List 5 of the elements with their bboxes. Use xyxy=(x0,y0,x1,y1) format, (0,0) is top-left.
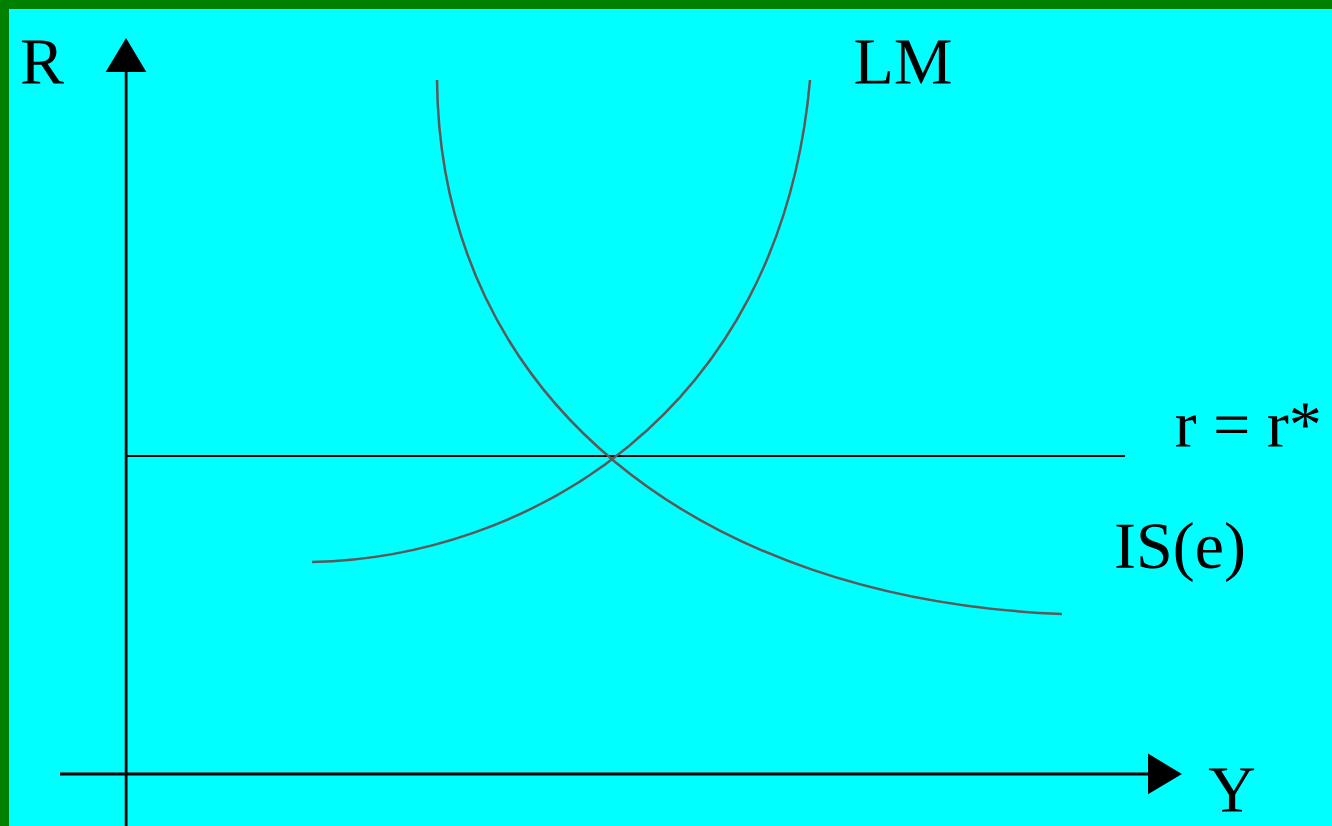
line-label: r = r* xyxy=(1175,403,1319,447)
curve-label: LM xyxy=(855,40,951,84)
axis-label: Y xyxy=(1208,768,1255,812)
curve-label: IS(e) xyxy=(1116,522,1244,582)
axis-label: R xyxy=(21,40,64,84)
